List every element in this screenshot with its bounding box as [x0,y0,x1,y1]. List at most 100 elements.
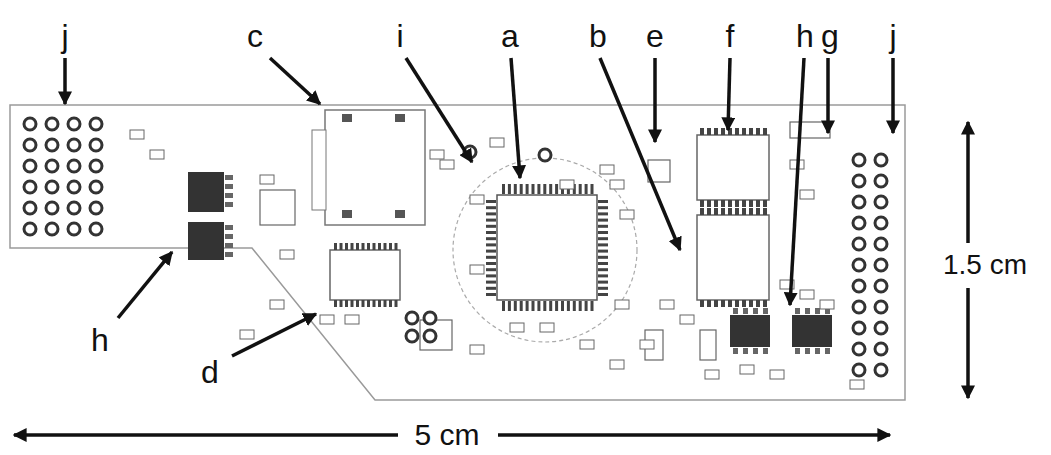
pin [598,212,608,215]
pin [733,308,738,314]
pin [225,243,233,248]
header-pad [875,154,887,166]
header-pad [853,259,865,271]
pin [520,301,523,311]
header-pads [24,118,887,376]
callout-letter: c [247,20,263,52]
passive-part [345,315,359,324]
header-pad [68,118,80,130]
passive-part [610,360,624,369]
passive-part [705,370,719,379]
dimension-arrow [966,122,970,243]
passive-part [490,138,504,147]
header-pad [424,330,436,342]
passive-part [610,180,624,189]
pin [721,128,725,135]
pin [486,287,496,290]
header-pad [853,343,865,355]
callout-letter: f [726,20,735,52]
pin [486,225,496,228]
leader-arrow [600,58,680,250]
mcu-chip [497,195,597,300]
pin [763,128,767,135]
header-pad [46,181,58,193]
header-pad [24,181,36,193]
pin [585,184,588,194]
pin [555,301,558,311]
pin [591,301,594,311]
header-pad [853,364,865,376]
pin [378,243,381,250]
pin [743,308,748,314]
header-pad [875,217,887,229]
header-pad [406,312,418,324]
pin [486,274,496,277]
passive-parts [130,130,864,389]
header-pad [46,223,58,235]
header-pad [875,301,887,313]
pin [743,348,748,354]
header-pad [853,175,865,187]
passive-part [615,300,629,309]
pin [815,348,820,354]
header-pad [46,139,58,151]
pin [815,308,820,314]
pin [486,212,496,215]
pin [598,281,608,284]
pin [384,300,387,307]
passive-part [430,150,444,159]
pin [753,308,758,314]
pin [362,300,365,307]
pin [225,202,233,207]
callout-letter: h [796,20,814,52]
pin [598,206,608,209]
regulator-chip [792,315,832,347]
pin [225,252,233,257]
pin [721,200,725,207]
keepout-circle [453,158,637,342]
pin [389,243,392,250]
passive-part [540,323,554,332]
pin [598,262,608,265]
passive-part [680,315,694,324]
small-part [700,330,716,360]
callout-letter: d [201,356,219,388]
header-pad [875,322,887,334]
pin [700,200,704,207]
pin [728,200,732,207]
header-pad [24,223,36,235]
leader-arrow [891,58,895,133]
pin [561,301,564,311]
pin [537,301,540,311]
pin [707,300,711,307]
pin [585,301,588,311]
pin [707,128,711,135]
callout-letter: j [61,20,68,52]
pin [714,200,718,207]
sd-pad [395,210,405,218]
passive-part [270,300,284,309]
leader-arrow [118,252,172,318]
callout-letter: i [396,20,403,52]
pin [598,274,608,277]
pin [700,300,704,307]
pin [598,243,608,246]
pin [735,200,739,207]
pin [795,348,800,354]
passive-part [660,300,674,309]
passive-part [470,195,484,204]
pin [345,300,348,307]
pin [825,348,830,354]
pin [526,301,529,311]
pin [502,184,505,194]
pin [598,287,608,290]
pin [373,243,376,250]
passive-part [240,330,254,339]
pin [367,243,370,250]
pin [749,208,753,215]
sd-socket-lip [312,130,326,210]
passive-part [280,250,294,259]
pin [486,256,496,259]
passive-part [260,175,274,184]
